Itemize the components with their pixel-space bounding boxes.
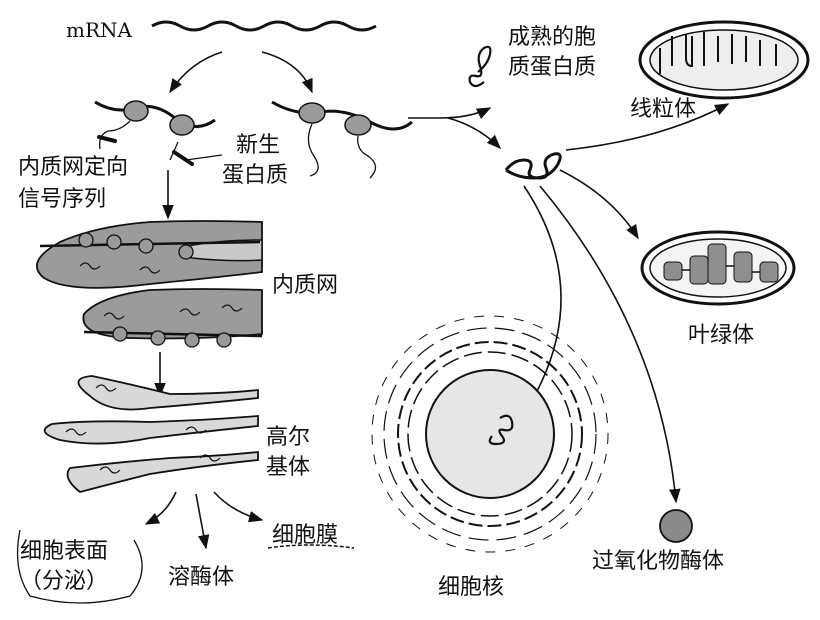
er-label: 内质网 xyxy=(272,273,339,298)
cell-surface-outline xyxy=(16,529,143,604)
to-chloroplast-arrow xyxy=(559,169,639,240)
cell-membrane-arc xyxy=(267,544,355,549)
free-polysome xyxy=(271,100,413,179)
mitochondria-label: 线粒体 xyxy=(630,97,697,122)
cell-membrane-label: 细胞膜 xyxy=(272,523,339,548)
nucleus-drawing xyxy=(371,315,609,553)
free-polysome-branch-line xyxy=(408,107,492,119)
er-drawing xyxy=(35,220,263,348)
er-signal-label-line1: 内质网定向 xyxy=(18,155,129,180)
chloroplast-drawing xyxy=(640,230,796,306)
mrna-strand xyxy=(151,20,377,32)
nucleus-label: 细胞核 xyxy=(438,575,505,600)
to-nucleus-arrow xyxy=(519,185,562,422)
chloroplast-label: 叶绿体 xyxy=(688,323,755,348)
golgi-to-lysosome-arrow xyxy=(195,493,210,550)
new-protein-label-line1: 新生 xyxy=(236,133,281,158)
cytosolic-folded-protein xyxy=(504,152,562,180)
new-protein-label-line2: 蛋白质 xyxy=(222,163,289,188)
golgi-drawing xyxy=(43,375,259,493)
golgi-label-line2: 基体 xyxy=(266,455,311,480)
golgi-to-cell-surface-arrow xyxy=(144,491,177,525)
mature-protein-label-line1: 成熟的胞 xyxy=(508,25,597,50)
to-cytosolic-protein-arrow xyxy=(447,117,502,150)
mature-protein-label-line2: 质蛋白质 xyxy=(508,55,597,80)
er-bound-polysome xyxy=(94,100,223,166)
golgi-to-cell-membrane-arrow xyxy=(213,491,264,523)
mitochondrion-drawing xyxy=(638,20,810,100)
er-signal-label-line2: 信号序列 xyxy=(18,187,107,212)
peroxisome-drawing xyxy=(659,509,693,543)
mrna-to-er-polysome-arrow xyxy=(169,51,223,94)
mature-protein-squiggle xyxy=(468,45,492,88)
golgi-label-line1: 高尔 xyxy=(266,425,311,450)
to-peroxisome-arrow xyxy=(539,185,681,504)
peroxisome-label: 过氧化物酶体 xyxy=(592,549,725,574)
lysosome-label: 溶酶体 xyxy=(168,565,235,590)
cell-surface-label-line2: （分泌） xyxy=(20,569,109,594)
cell-surface-label-line1: 细胞表面 xyxy=(20,539,109,564)
mrna-label: mRNA xyxy=(66,18,132,42)
mrna-to-free-polysome-arrow xyxy=(261,51,313,94)
to-mitochondria-arrow xyxy=(565,103,730,151)
